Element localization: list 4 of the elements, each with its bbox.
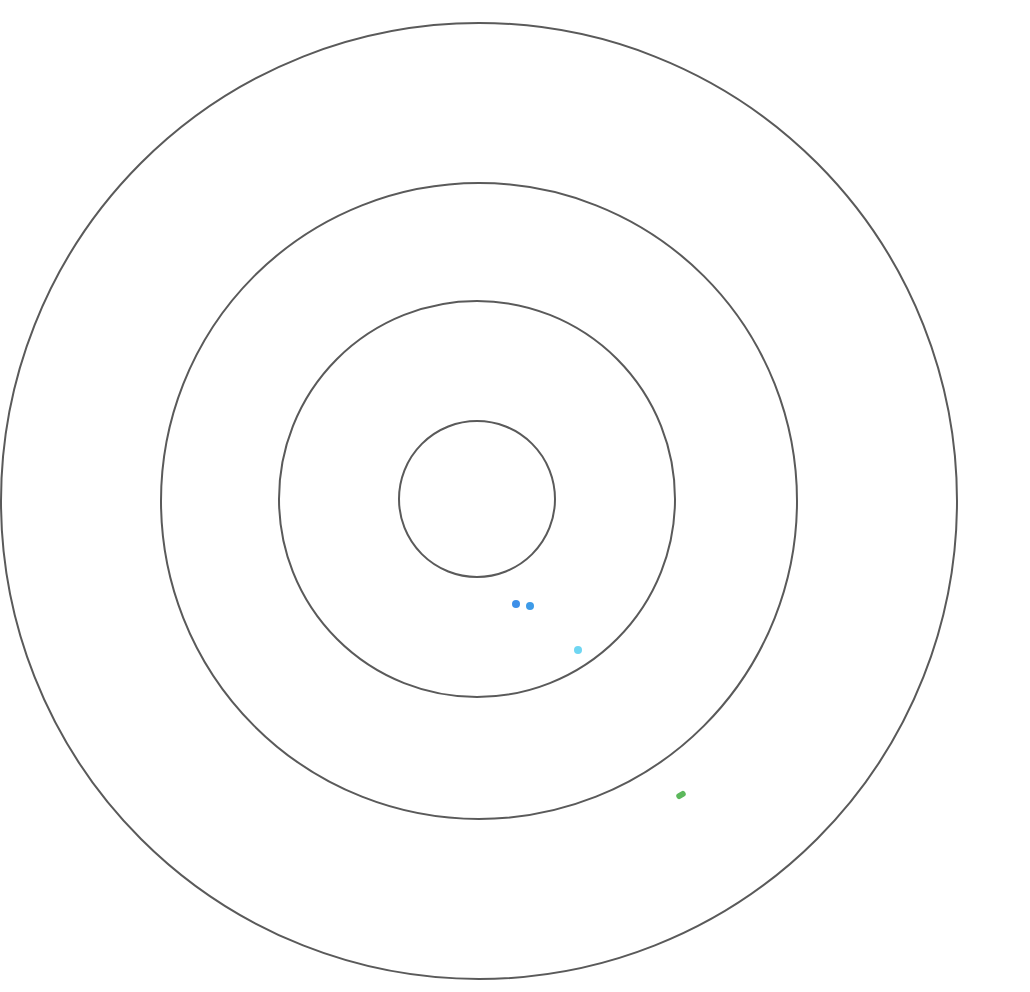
- ring-outline: [0, 22, 958, 980]
- ring-outline: [159, 181, 798, 820]
- ring-outline: [398, 420, 557, 579]
- ring-outline: [278, 300, 677, 699]
